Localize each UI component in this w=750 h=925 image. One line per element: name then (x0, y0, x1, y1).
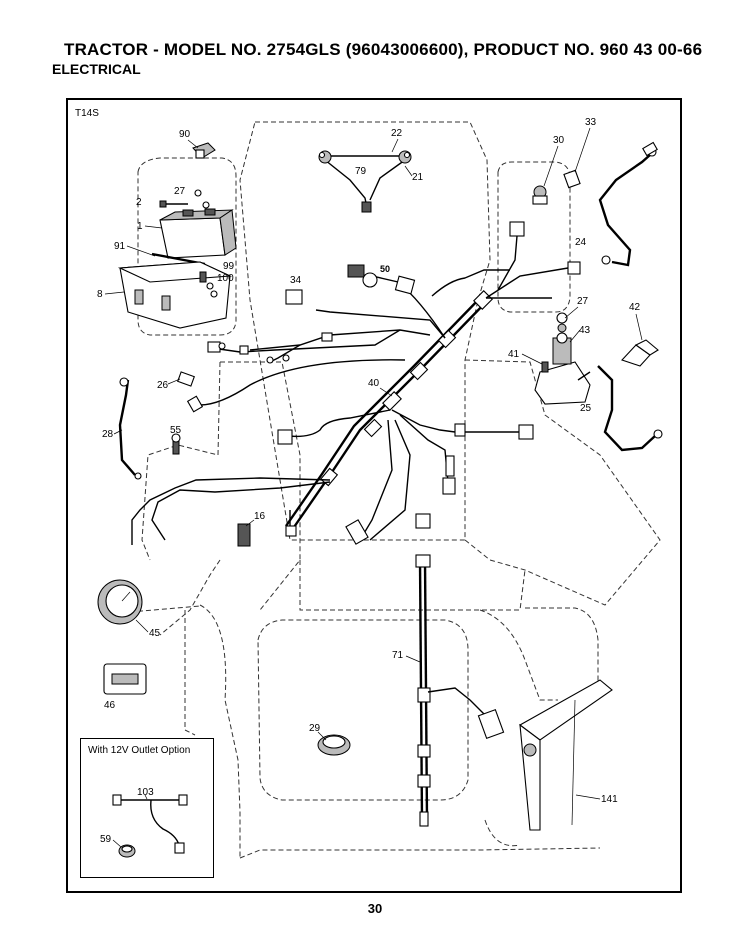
callout-100: 100 (217, 273, 234, 284)
callout-46: 46 (104, 700, 116, 711)
callout-27-top: 27 (174, 186, 186, 197)
callout-79: 79 (355, 166, 367, 177)
callout-24: 24 (575, 237, 587, 248)
callout-8: 8 (97, 289, 103, 300)
page-title: TRACTOR - MODEL NO. 2754GLS (96043006600… (64, 40, 703, 59)
callout-30: 30 (553, 135, 565, 146)
right-components (532, 141, 663, 452)
callout-43: 43 (579, 325, 591, 336)
callout-22: 22 (391, 128, 403, 139)
callout-50: 50 (380, 264, 390, 274)
callout-26: 26 (157, 380, 169, 391)
callout-59: 59 (100, 834, 112, 845)
callout-103: 103 (137, 787, 154, 798)
callout-99: 99 (223, 261, 235, 272)
callout-41: 41 (508, 349, 520, 360)
callout-34: 34 (290, 275, 302, 286)
callout-42: 42 (629, 302, 641, 313)
inset-title: With 12V Outlet Option (88, 745, 191, 756)
main-harness (131, 221, 581, 545)
diagram-code: T14S (75, 108, 99, 119)
headlight-harness (318, 150, 412, 213)
callout-16: 16 (254, 511, 266, 522)
callout-40: 40 (368, 378, 380, 389)
callout-33: 33 (585, 117, 597, 128)
left-components (118, 142, 416, 547)
callout-71: 71 (392, 650, 404, 661)
rear-components (317, 513, 613, 831)
callout-45: 45 (149, 628, 161, 639)
tractor-outline (129, 121, 661, 859)
callout-28: 28 (102, 429, 114, 440)
battery-group (117, 189, 237, 329)
callout-29: 29 (309, 723, 321, 734)
diagram-frame (66, 98, 682, 893)
gauges (97, 579, 147, 695)
callout-55: 55 (170, 425, 182, 436)
callout-90: 90 (179, 129, 191, 140)
callout-1: 1 (137, 221, 143, 232)
section-title: ELECTRICAL (52, 61, 141, 77)
page-number: 30 (367, 901, 383, 916)
callout-labels: 90 22 79 21 30 33 27 2 1 91 99 100 8 24 … (97, 117, 643, 805)
callout-21: 21 (412, 172, 424, 183)
callout-91: 91 (114, 241, 126, 252)
callout-2: 2 (136, 197, 142, 208)
inset-12v-outlet: With 12V Outlet Option 103 59 (80, 738, 214, 878)
inset-drawing: 103 59 (100, 787, 188, 858)
callout-141: 141 (601, 794, 618, 805)
callout-25: 25 (580, 403, 592, 414)
callout-27-right: 27 (577, 296, 589, 307)
